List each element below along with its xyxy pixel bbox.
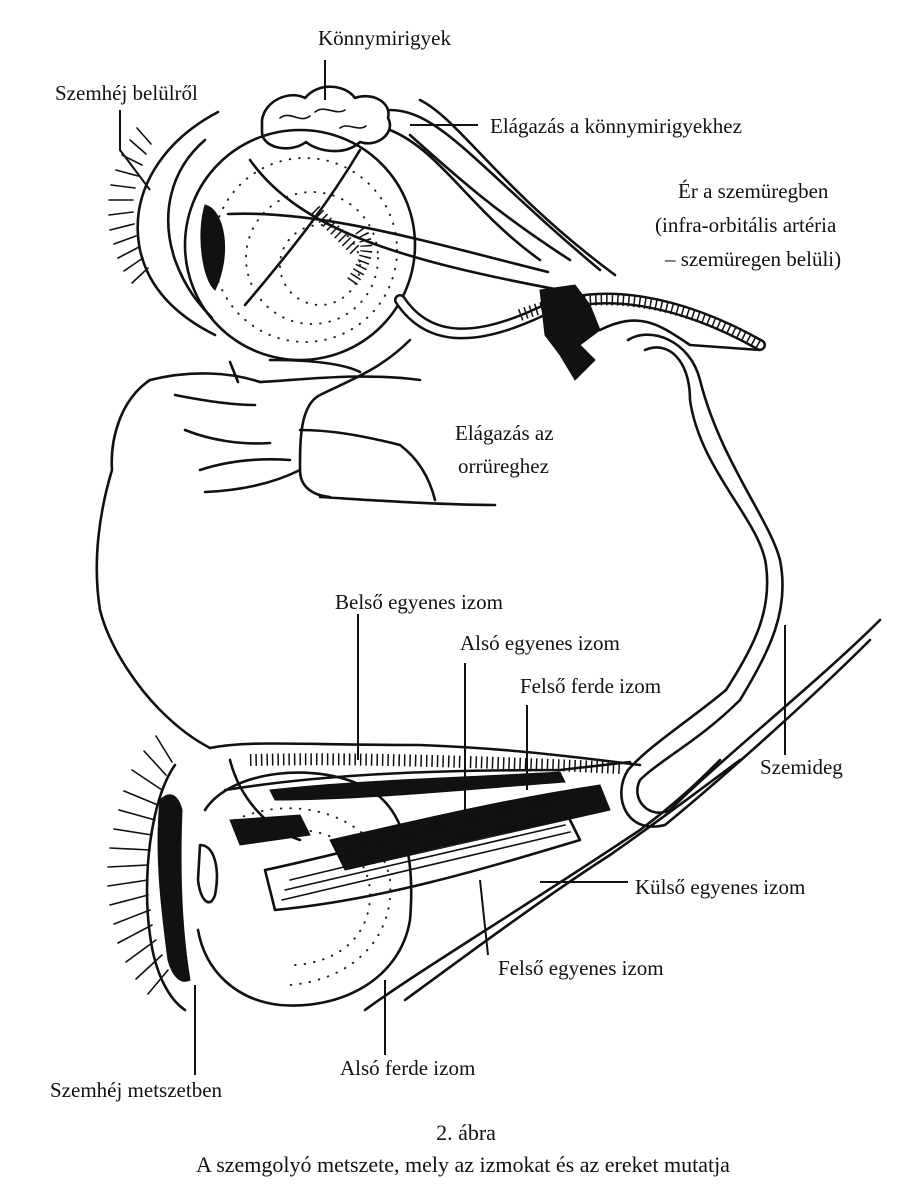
nasal-cavity-outline	[97, 340, 495, 748]
caption-number: 2. ábra	[436, 1120, 496, 1145]
medial-rectus	[250, 759, 620, 768]
label-er-line2: (infra-orbitális artéria	[655, 213, 837, 237]
label-also-egyenes-izom: Alsó egyenes izom	[460, 631, 620, 655]
label-also-ferde-izom: Alsó ferde izom	[340, 1056, 475, 1080]
nasal-branch	[300, 340, 410, 497]
lower-cornea	[198, 845, 217, 902]
inferior-rectus	[330, 785, 610, 870]
upper-eyeball-stipple	[213, 158, 397, 342]
label-belso-egyenes-izom: Belső egyenes izom	[335, 590, 503, 614]
label-konnymirigyek: Könnymirigyek	[318, 26, 451, 50]
label-szemhej-metszetben: Szemhéj metszetben	[50, 1078, 223, 1102]
lower-eyeball	[198, 773, 411, 1006]
label-er-line1: Ér a szemüregben	[678, 179, 829, 203]
upper-iris	[201, 205, 225, 290]
upper-nerve-band	[315, 210, 355, 250]
label-felso-egyenes-izom: Felső egyenes izom	[498, 956, 664, 980]
lower-nerve-loop	[637, 620, 880, 813]
label-felso-ferde-izom: Felső ferde izom	[520, 674, 661, 698]
label-er-line3: – szemüregen belüli)	[664, 247, 841, 271]
lower-eye-drawing	[108, 620, 880, 1010]
label-szemideg: Szemideg	[760, 755, 843, 779]
label-elagazas-orr-line2: orrüreghez	[458, 454, 549, 478]
label-elagazas-orr-line1: Elágazás az	[455, 421, 554, 445]
caption-text: A szemgolyó metszete, mely az izmokat és…	[196, 1152, 730, 1177]
upper-nerve-loop	[628, 335, 783, 700]
label-kulso-egyenes-izom: Külső egyenes izom	[635, 875, 805, 899]
label-elagazas-konnymirigyekhez: Elágazás a könnymirigyekhez	[490, 114, 742, 138]
upper-eyelashes	[109, 128, 151, 283]
label-szemhej-belulrol: Szemhéj belülről	[55, 81, 198, 105]
